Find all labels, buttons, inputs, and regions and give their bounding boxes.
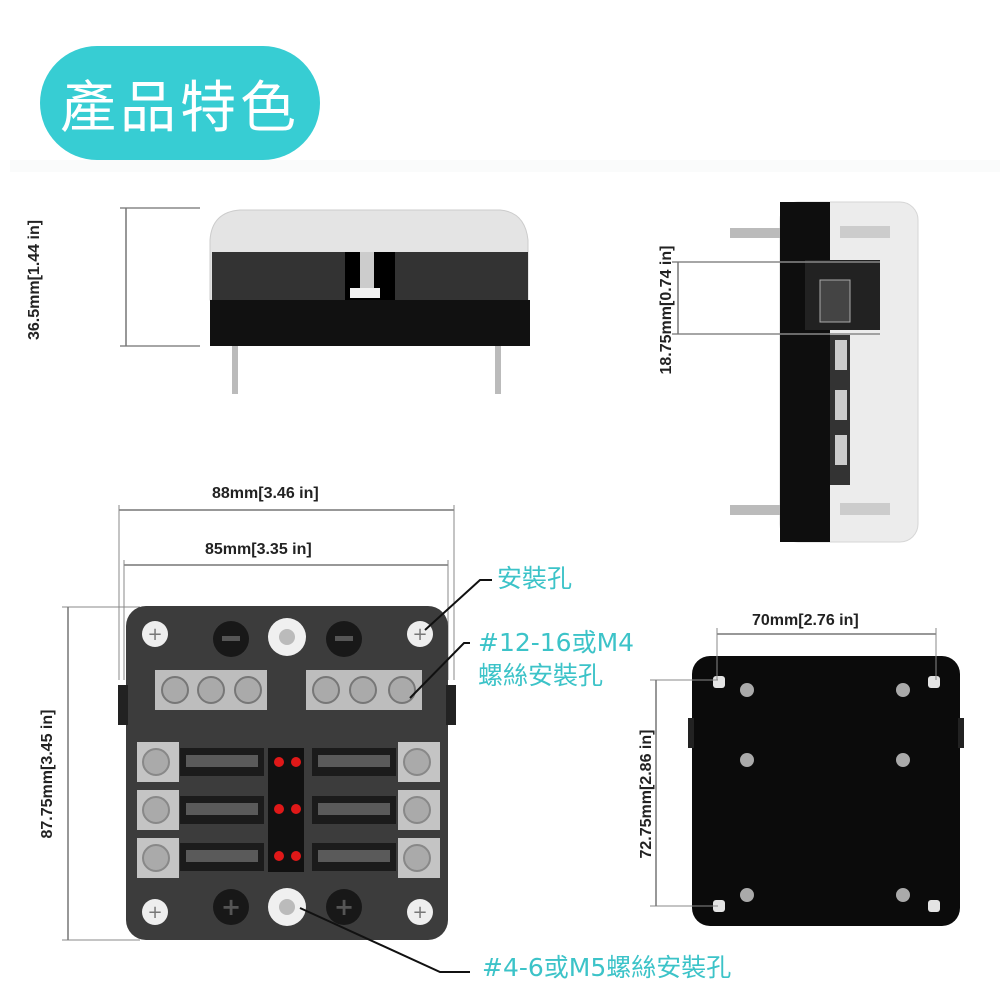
- svg-text:+: +: [147, 624, 162, 645]
- top-height-label: 87.75mm[3.45 in]: [39, 709, 56, 839]
- svg-text:+: +: [147, 902, 162, 923]
- callout-mount-hole: 安裝孔: [497, 564, 573, 593]
- inner-width-label: 85mm[3.35 in]: [205, 541, 312, 558]
- hole-width-label: 70mm[2.76 in]: [752, 612, 859, 629]
- height-dimension-label: 36.5mm[1.44 in]: [26, 219, 43, 340]
- top-view-dimensions: [62, 505, 455, 941]
- svg-text:+: +: [412, 902, 427, 923]
- callout-m4-line2: 螺絲安裝孔: [478, 661, 604, 690]
- svg-text:+: +: [412, 624, 427, 645]
- depth-dimension-label: 18.75mm[0.74 in]: [658, 245, 675, 375]
- top-view: + + + + + +: [118, 606, 456, 940]
- section-title: 產品特色: [60, 75, 300, 141]
- svg-text:+: +: [221, 893, 241, 921]
- section-title-badge: 產品特色: [40, 46, 320, 160]
- hole-height-label: 72.75mm[2.86 in]: [638, 729, 655, 859]
- callout-leaders: [299, 579, 492, 973]
- callout-m5: #4-6或M5螺絲安裝孔: [482, 953, 732, 982]
- front-side-view: [120, 207, 530, 394]
- svg-text:+: +: [334, 893, 354, 921]
- callout-m4-line1: #12-16或M4: [478, 628, 635, 657]
- bottom-view: [650, 628, 964, 926]
- outer-width-label: 88mm[3.46 in]: [212, 485, 319, 502]
- header-divider: [10, 160, 1000, 172]
- right-side-view: [672, 201, 919, 543]
